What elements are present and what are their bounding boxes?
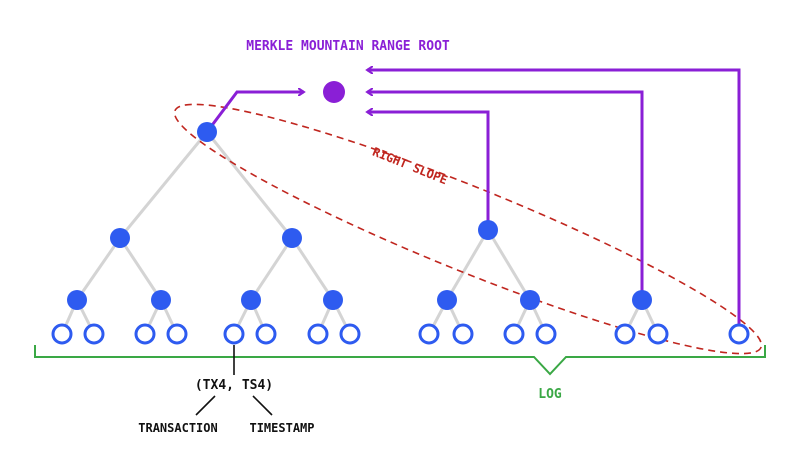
- node: [241, 290, 261, 310]
- leaf: [307, 323, 329, 345]
- leaf: [452, 323, 474, 345]
- leaf: [339, 323, 361, 345]
- node-peak-middle: [478, 220, 498, 240]
- peak-links: [205, 70, 741, 334]
- timestamp-label: TIMESTAMP: [249, 421, 314, 435]
- leaf: [535, 323, 557, 345]
- node: [323, 290, 343, 310]
- mmr-root-node: [323, 81, 345, 103]
- peak-link-3: [367, 92, 644, 300]
- leaf: [134, 323, 156, 345]
- leaf-nodes: [51, 323, 750, 345]
- node-peak-small: [632, 290, 652, 310]
- peak-link-2: [367, 112, 490, 230]
- node: [282, 228, 302, 248]
- leaf: [255, 323, 277, 345]
- node: [437, 290, 457, 310]
- node: [110, 228, 130, 248]
- leaf: [503, 323, 525, 345]
- leaf-annotation-lines: [195, 345, 273, 416]
- leaf-peak-single: [728, 323, 750, 345]
- leaf: [166, 323, 188, 345]
- peak-link-1: [205, 92, 304, 133]
- node-peak-big: [197, 122, 217, 142]
- node: [67, 290, 87, 310]
- node: [151, 290, 171, 310]
- tree-edges: [60, 131, 660, 335]
- transaction-label: TRANSACTION: [138, 421, 217, 435]
- leaf: [614, 323, 636, 345]
- diagram-title: MERKLE MOUNTAIN RANGE ROOT: [246, 39, 450, 54]
- leaf: [83, 323, 105, 345]
- leaf: [51, 323, 73, 345]
- peak-link-4: [367, 70, 741, 334]
- tuple-label: (TX4, TS4): [195, 378, 273, 393]
- right-slope-outline: [173, 103, 763, 355]
- leaf: [418, 323, 440, 345]
- right-slope-label: RIGHT SLOPE: [371, 145, 450, 188]
- log-label: LOG: [538, 387, 562, 402]
- leaf: [647, 323, 669, 345]
- node: [520, 290, 540, 310]
- leaf-tx4: [223, 323, 245, 345]
- internal-nodes: [67, 122, 652, 310]
- log-brace: [34, 345, 766, 376]
